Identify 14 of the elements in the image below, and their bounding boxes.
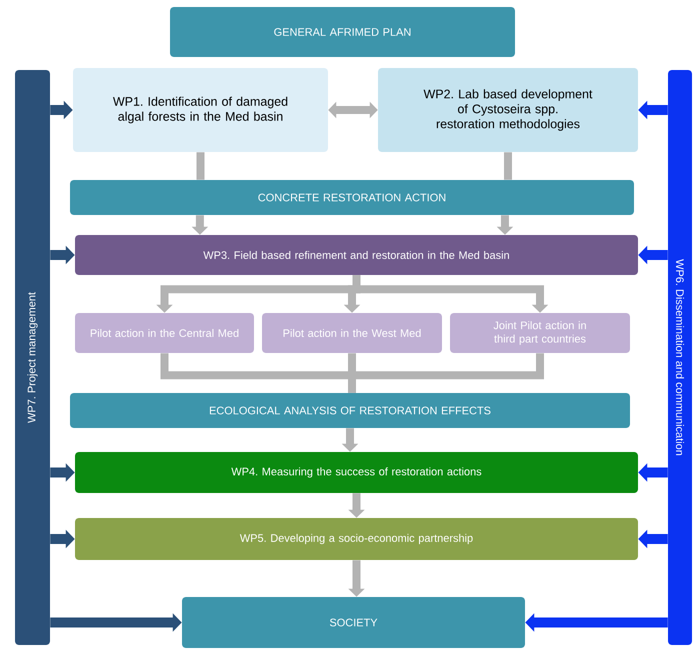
- vertical-bar: WP6. Dissemination and communication: [668, 70, 692, 645]
- work-package-box: WP1. Identification of damaged algal forests in the Med basin: [73, 68, 328, 152]
- work-package-box: WP2. Lab based development of Cystoseira spp. restoration methodologies: [378, 68, 638, 152]
- work-package-box: WP3. Field based refinement and restoration in the Med basin: [75, 235, 638, 275]
- section-band: ECOLOGICAL ANALYSIS OF RESTORATION EFFECTS: [70, 393, 630, 428]
- pilot-box: Pilot action in the Central Med: [75, 313, 254, 353]
- pilot-box: Pilot action in the West Med: [262, 313, 442, 353]
- section-band: CONCRETE RESTORATION ACTION: [70, 180, 634, 215]
- vertical-bar: WP7. Project management: [15, 70, 50, 645]
- work-package-box: WP4. Measuring the success of restoration actions: [75, 452, 638, 493]
- work-package-box: WP5. Developing a socio-economic partnership: [75, 518, 638, 560]
- society-box: SOCIETY: [182, 597, 525, 648]
- plan-box: GENERAL AFRIMED PLAN: [170, 7, 515, 57]
- pilot-box: Joint Pilot action in third part countries: [450, 313, 630, 353]
